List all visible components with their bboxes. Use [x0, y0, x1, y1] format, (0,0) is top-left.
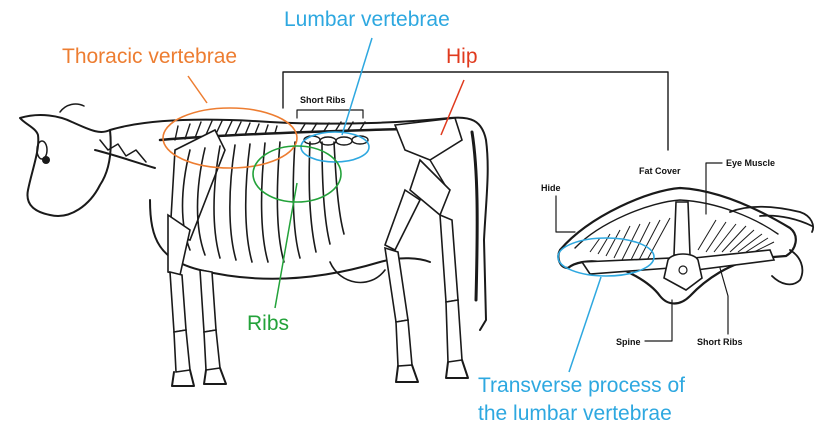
ribs-label: Ribs — [247, 312, 289, 335]
transverse-process-label-line2: the lumbar vertebrae — [478, 402, 672, 425]
thoracic-vertebrae-label: Thoracic vertebrae — [62, 45, 237, 68]
hide-leader — [556, 196, 575, 232]
short-ribs-top-label: Short Ribs — [300, 95, 346, 105]
thoracic-leader — [188, 76, 207, 103]
lumbar-leader — [342, 38, 372, 135]
spine-label: Spine — [616, 337, 641, 347]
short-ribs-top-bracket — [297, 110, 363, 118]
connector-bracket — [283, 72, 668, 150]
transverse-process-label-line1: Transverse process of — [478, 374, 685, 397]
eye-muscle-label: Eye Muscle — [726, 158, 775, 168]
hide-label: Hide — [541, 183, 561, 193]
transverse-leader — [569, 277, 601, 372]
fat-cover-label: Fat Cover — [639, 166, 681, 176]
ribs-ellipse — [253, 146, 341, 202]
spine-leader — [645, 300, 672, 341]
short-ribs-bottom-leader — [720, 268, 728, 334]
loin-cross-section — [558, 188, 813, 304]
short-ribs-bottom-label: Short Ribs — [697, 337, 743, 347]
hip-label: Hip — [446, 45, 478, 68]
cow-illustration — [20, 104, 488, 386]
lumbar-vertebrae-label: Lumbar vertebrae — [284, 8, 450, 31]
